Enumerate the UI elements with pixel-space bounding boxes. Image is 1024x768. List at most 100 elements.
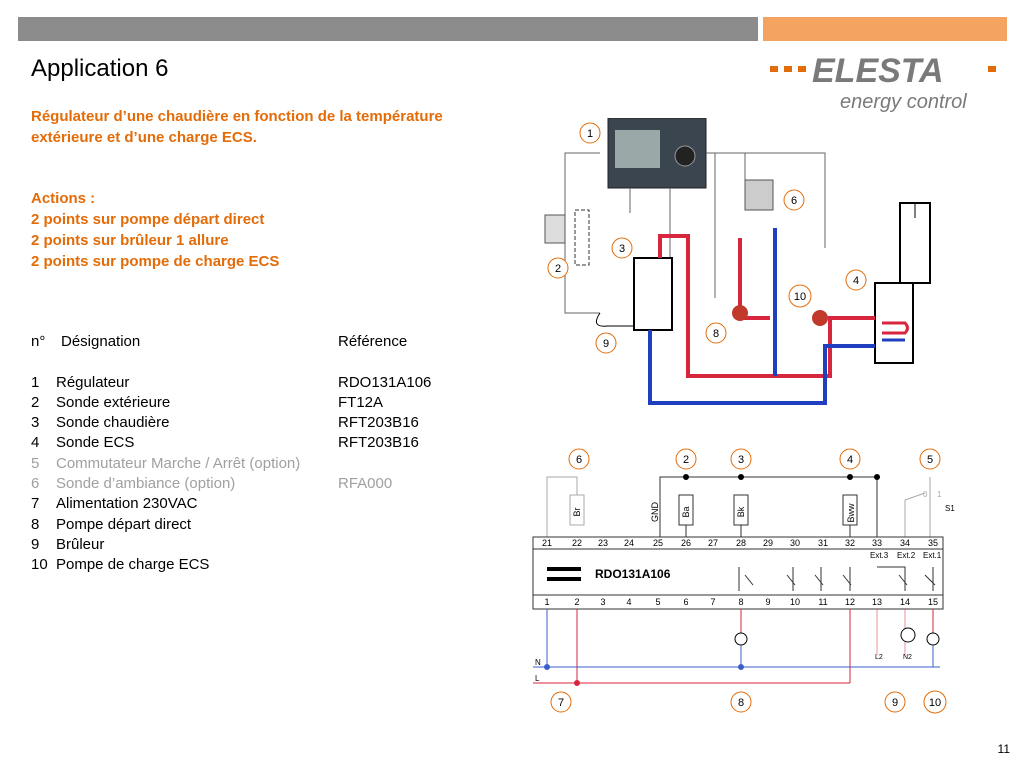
action-item: 2 points sur pompe de charge ECS xyxy=(31,253,280,270)
terminal-top: 35 xyxy=(928,538,938,548)
header-bar-orange xyxy=(763,17,1007,41)
terminal-top: 32 xyxy=(845,538,855,548)
terminal-top: 23 xyxy=(598,538,608,548)
svg-text:7: 7 xyxy=(558,697,564,709)
room-sensor xyxy=(744,179,774,211)
action-item: 2 points sur pompe départ direct xyxy=(31,211,265,228)
terminal-bottom: 12 xyxy=(845,597,855,607)
terminal-top: 21 xyxy=(542,538,552,548)
terminal-bottom: 6 xyxy=(683,597,688,607)
svg-text:9: 9 xyxy=(603,338,609,350)
page-number: 11 xyxy=(997,742,1010,756)
svg-text:1: 1 xyxy=(937,490,942,499)
terminal-bottom: 1 xyxy=(544,597,549,607)
device-name: RDO131A106 xyxy=(595,567,671,581)
diagram-callout: 3 xyxy=(611,237,633,259)
boiler xyxy=(633,257,673,331)
terminal-top: 31 xyxy=(818,538,828,548)
dhw-charge-pump xyxy=(812,310,828,326)
pump-symbol xyxy=(734,632,748,646)
svg-text:Ext.1: Ext.1 xyxy=(923,551,942,560)
terminal-bottom: 15 xyxy=(928,597,938,607)
wiring-callout: 5 xyxy=(919,448,941,470)
terminal-bottom: 3 xyxy=(600,597,605,607)
terminal-bottom: 9 xyxy=(765,597,770,607)
svg-text:8: 8 xyxy=(713,328,719,340)
burner-symbol xyxy=(900,627,916,643)
terminal-bottom: 10 xyxy=(790,597,800,607)
svg-text:Ext.3: Ext.3 xyxy=(870,551,889,560)
logo-tagline: energy control xyxy=(840,91,967,113)
hydraulic-diagram: 1 6 3 2 4 10 8 9 xyxy=(544,118,931,405)
svg-text:L2: L2 xyxy=(875,654,883,661)
page-title: Application 6 xyxy=(31,55,169,82)
terminal-bottom: 4 xyxy=(626,597,631,607)
svg-text:10: 10 xyxy=(794,291,806,303)
svg-text:2: 2 xyxy=(555,263,561,275)
outdoor-sensor xyxy=(544,214,566,244)
svg-text:N2: N2 xyxy=(903,654,912,661)
terminal-top: 28 xyxy=(736,538,746,548)
wiring-callout: 9 xyxy=(884,691,906,713)
logo-brand: ELESTA xyxy=(812,52,944,90)
svg-text:2: 2 xyxy=(683,454,689,466)
wiring-callout: 6 xyxy=(568,448,590,470)
pump-symbol xyxy=(926,632,940,646)
diagram-callout: 6 xyxy=(783,189,805,211)
svg-text:4: 4 xyxy=(847,454,853,466)
svg-text:3: 3 xyxy=(738,454,744,466)
subtitle: Régulateur d’une chaudière en fonction d… xyxy=(31,108,443,146)
header-bar-gray xyxy=(18,17,758,41)
svg-text:8: 8 xyxy=(738,697,744,709)
svg-text:9: 9 xyxy=(892,697,898,709)
terminal-bottom: 2 xyxy=(574,597,579,607)
wiring-callout: 2 xyxy=(675,448,697,470)
actions-heading: Actions : xyxy=(31,190,96,207)
terminal-bottom: 14 xyxy=(900,597,910,607)
svg-text:Ext.2: Ext.2 xyxy=(897,551,916,560)
svg-text:10: 10 xyxy=(929,697,941,709)
terminal-top: 33 xyxy=(872,538,882,548)
action-item: 2 points sur brûleur 1 allure xyxy=(31,232,229,249)
svg-text:Bk: Bk xyxy=(736,506,746,517)
terminal-top: 25 xyxy=(653,538,663,548)
terminal-top: 34 xyxy=(900,538,910,548)
svg-text:S1: S1 xyxy=(945,504,955,513)
terminal-top: 26 xyxy=(681,538,691,548)
terminal-bottom: 7 xyxy=(710,597,715,607)
svg-text:0: 0 xyxy=(923,490,928,499)
svg-text:5: 5 xyxy=(927,454,933,466)
elesta-logo: ELESTA energy control xyxy=(770,52,996,113)
wiring-callout: 8 xyxy=(730,691,752,713)
svg-text:N: N xyxy=(535,658,541,667)
diagram-callout: 1 xyxy=(579,122,601,144)
svg-text:Bww: Bww xyxy=(846,503,856,523)
wiring-callout: 7 xyxy=(550,691,572,713)
svg-text:6: 6 xyxy=(791,195,797,207)
svg-text:4: 4 xyxy=(853,275,859,287)
terminal-bottom: 8 xyxy=(738,597,743,607)
terminal-bottom: 13 xyxy=(872,597,882,607)
svg-text:L: L xyxy=(535,674,540,683)
direct-flow-pump xyxy=(732,305,748,321)
svg-text:1: 1 xyxy=(587,128,593,140)
svg-text:6: 6 xyxy=(576,454,582,466)
svg-text:Ba: Ba xyxy=(681,506,691,517)
terminal-top: 24 xyxy=(624,538,634,548)
svg-text:Br: Br xyxy=(572,507,582,516)
terminal-top: 29 xyxy=(763,538,773,548)
terminal-top: 27 xyxy=(708,538,718,548)
diagram-callout: 4 xyxy=(845,269,867,291)
diagram-callout: 9 xyxy=(595,332,617,354)
wiring-callout: 10 xyxy=(923,690,947,714)
actions-block: Actions : 2 points sur pompe départ dire… xyxy=(31,188,279,272)
svg-text:3: 3 xyxy=(619,243,625,255)
terminal-top: 30 xyxy=(790,538,800,548)
wiring-callout: 4 xyxy=(839,448,861,470)
diagram-callout: 10 xyxy=(788,284,812,308)
terminal-bottom: 5 xyxy=(655,597,660,607)
diagram-callout: 8 xyxy=(705,322,727,344)
diagram-callout: 2 xyxy=(547,257,569,279)
terminal-top: 22 xyxy=(572,538,582,548)
